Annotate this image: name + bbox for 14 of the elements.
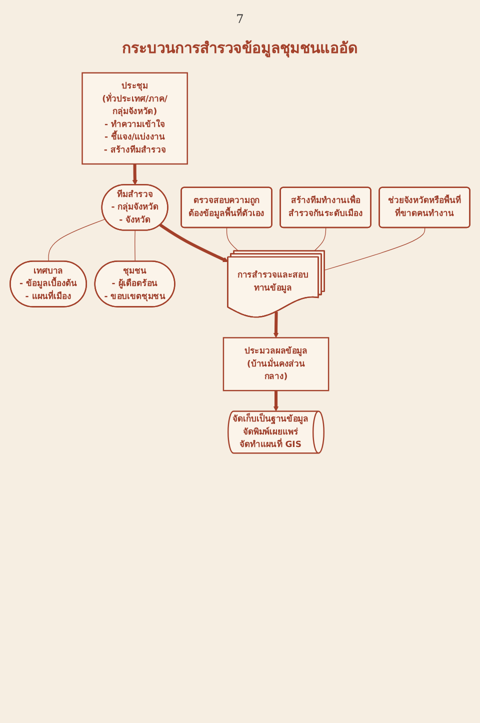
node-box: ประมวลผลข้อมูล (บ้านมั่นคงส่วนกลาง) bbox=[222, 337, 330, 392]
node-text: จัดเก็บเป็นฐานข้อมูล จัดพิมพ์เผยแพร่ จัดทำแผนที่ GIS bbox=[232, 414, 309, 450]
connector bbox=[314, 227, 326, 252]
node-box: ประชุม (ทั่วประเทศ/ภาค/กลุ่มจังหวัด) - ทำความเข้าใจ - ชี้แจง/แบ่งงาน - สร้างทีมสำรวจ bbox=[82, 72, 188, 165]
connector bbox=[226, 227, 239, 252]
arrow bbox=[273, 312, 279, 338]
arrow bbox=[273, 390, 279, 412]
arrow bbox=[159, 224, 228, 262]
connector bbox=[324, 227, 426, 270]
arrow bbox=[132, 164, 138, 186]
title: กระบวนการสำรวจข้อมูลชุมชนแออัด bbox=[122, 38, 358, 60]
connector bbox=[48, 218, 106, 262]
page-number: 7 bbox=[236, 12, 244, 26]
connector bbox=[134, 230, 136, 262]
